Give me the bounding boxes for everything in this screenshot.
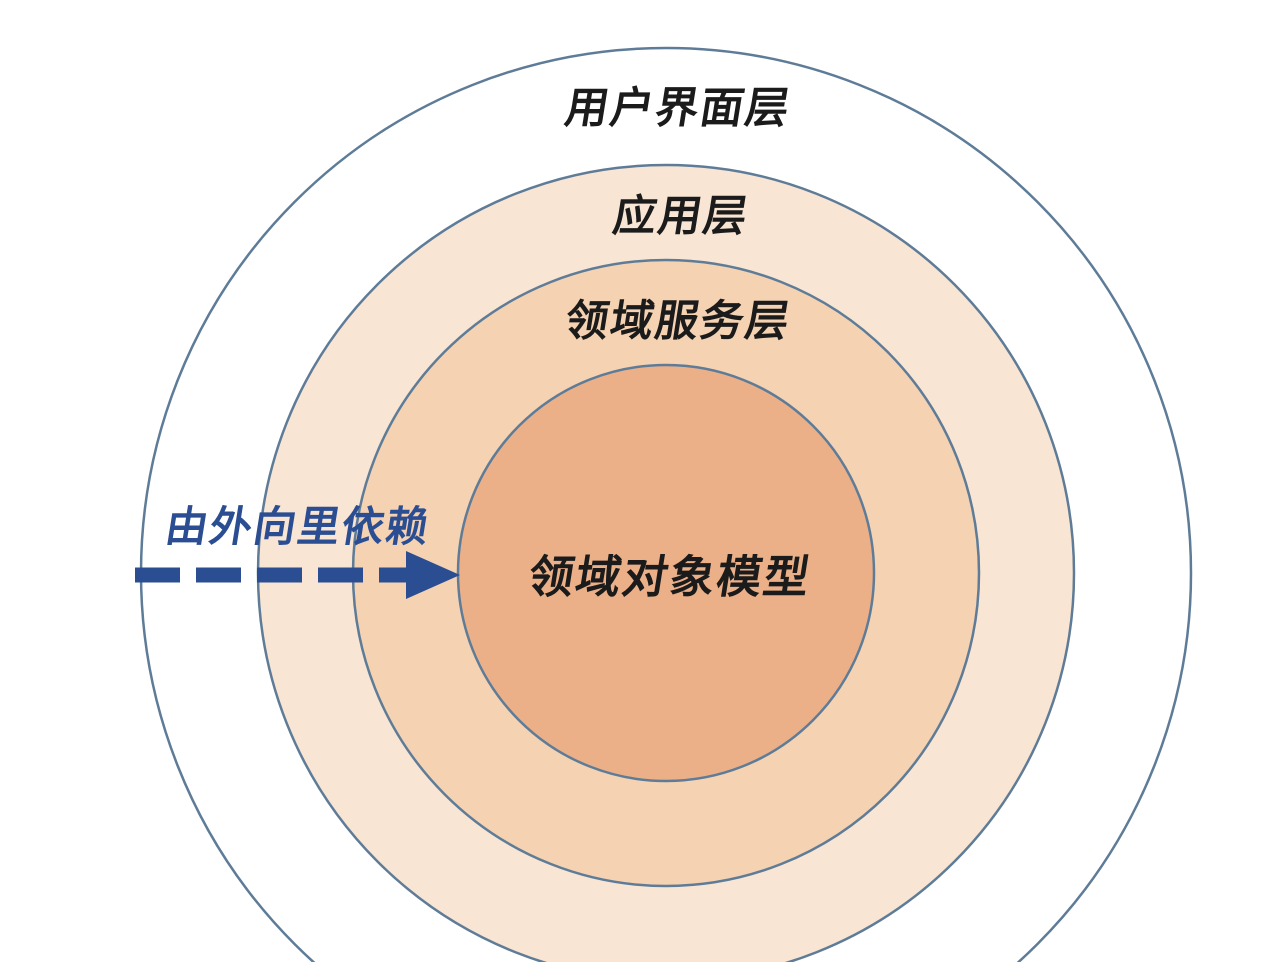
label-domain-service-layer: 领域服务层 bbox=[561, 297, 795, 346]
circle-domain-object-model bbox=[456, 363, 876, 783]
label-application-layer: 应用层 bbox=[609, 192, 753, 241]
dependency-arrow-head-icon bbox=[406, 551, 460, 599]
label-user-interface-layer: 用户界面层 bbox=[561, 84, 795, 133]
label-domain-object-model: 领域对象模型 bbox=[524, 551, 816, 603]
label-dependency-direction: 由外向里依赖 bbox=[162, 503, 434, 550]
